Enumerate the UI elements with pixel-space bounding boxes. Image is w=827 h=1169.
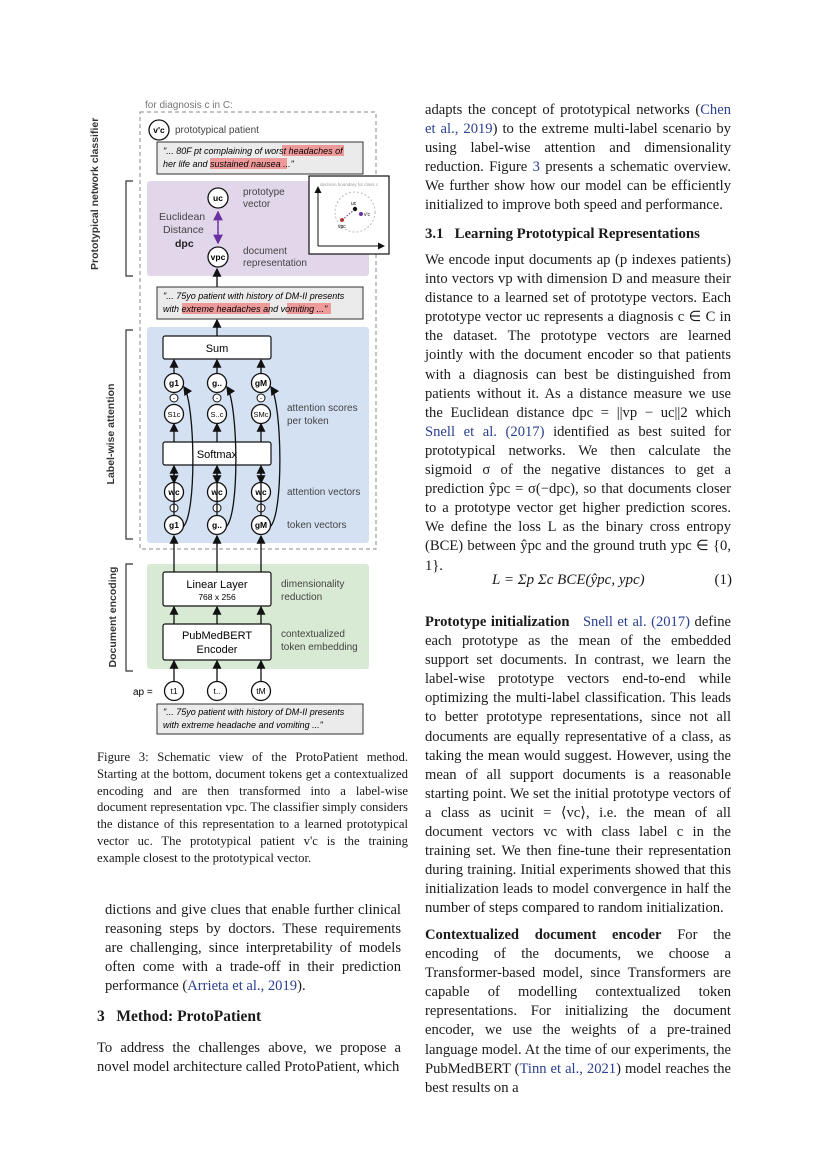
- inset-vpc: vpc: [338, 224, 346, 230]
- gmid-bottom-node: [206, 514, 228, 536]
- svg-text:·: ·: [173, 393, 176, 403]
- uc-node: [207, 187, 229, 209]
- citation-tinn[interactable]: Tinn et al., 2021: [519, 1060, 617, 1077]
- inset-title: decision boundary for class c: [320, 182, 379, 187]
- euclidean-label-3: dpc: [175, 238, 194, 250]
- for-diagnosis-label: for diagnosis c in C:: [145, 100, 233, 111]
- svg-text:g1: g1: [169, 520, 179, 530]
- doc-quote-line2: with extreme headaches and vomiting ...": [163, 304, 328, 314]
- left-paragraph-1: dictions and give clues that enable furt…: [105, 902, 401, 995]
- linear-label-2: 768 x 256: [198, 592, 236, 602]
- ctx-label-1: contextualized: [281, 629, 345, 640]
- side-label-attention: Label-wise attention: [105, 383, 117, 485]
- prototypical-patient-node: [148, 119, 170, 141]
- g-bottom-row: g1 g.. gM: [163, 514, 272, 536]
- citation-chen[interactable]: Chen et al., 2019: [425, 102, 731, 138]
- svg-text:gM: gM: [255, 520, 267, 530]
- input-quote-box: [156, 703, 364, 735]
- softmax-label: Softmax: [197, 449, 238, 461]
- citation-snell-1[interactable]: Snell et al. (2017): [425, 423, 545, 440]
- ctx-label-2: token embedding: [281, 642, 358, 653]
- svg-text:·: ·: [216, 393, 219, 403]
- prototype-label-1: prototype: [243, 187, 285, 198]
- attention-region: [147, 327, 369, 543]
- right-column-intro: adapts the concept of prototypical netwo…: [425, 102, 731, 214]
- svg-text:SMc: SMc: [254, 410, 269, 419]
- vpc-node: [207, 246, 229, 268]
- gM-bottom-node: [250, 514, 272, 536]
- inset-uc: uc: [351, 201, 357, 207]
- doc-quote-line1: "... 75yo patient with history of DM-II …: [163, 291, 345, 301]
- ap-label: ap =: [133, 687, 153, 698]
- g1-bottom-node: [163, 514, 185, 536]
- inset-plot: [308, 175, 390, 255]
- equation-1: L = Σp Σc BCE(ŷpc, ypc) (1): [428, 566, 732, 606]
- right-paragraph-2: Prototype initialization Snell et al. (2…: [425, 614, 731, 917]
- dimred-label-1: dimensionality: [281, 579, 344, 590]
- linear-label-1: Linear Layer: [186, 579, 247, 591]
- svg-text:S1c: S1c: [168, 410, 181, 419]
- left-paragraph-2: To address the challenges above, we prop…: [97, 1040, 401, 1076]
- highlight-sustained-nausea: [210, 158, 287, 169]
- svg-text:g..: g..: [212, 520, 222, 530]
- prototype-label-2: vector: [243, 199, 271, 210]
- svg-text:g..: g..: [212, 378, 222, 388]
- diagnosis-loop-box: [139, 111, 377, 550]
- svg-text:·: ·: [260, 393, 263, 403]
- attention-vectors-label: attention vectors: [287, 487, 360, 498]
- input-quote-line1: "... 75yo patient with history of DM-II …: [163, 707, 345, 717]
- right-paragraph-1: We encode input documents ap (p indexes …: [425, 252, 731, 574]
- equation-1-body: L = Σp Σc BCE(ŷpc, ypc): [492, 572, 645, 588]
- input-quote-line2: with extreme headache and vomiting ...": [163, 720, 324, 730]
- euclidean-label-2: Distance: [163, 224, 204, 236]
- left-column-body: dictions and give clues that enable furt…: [105, 901, 401, 996]
- svg-text:tM: tM: [256, 686, 265, 696]
- svg-text:t..: t..: [213, 686, 220, 696]
- svg-text:gM: gM: [255, 378, 267, 388]
- docrep-label-2: representation: [243, 258, 307, 269]
- highlight-worst-headaches: [282, 145, 344, 156]
- contextualized-encoder-heading: Contextualized document encoder: [425, 927, 662, 943]
- svg-text:S..c: S..c: [211, 410, 224, 419]
- sum-label: Sum: [206, 343, 229, 355]
- uc-node-label: uc: [213, 193, 223, 203]
- figure-caption: Figure 3: Schematic view of the ProtoPat…: [97, 750, 408, 865]
- svg-text:g1: g1: [169, 378, 179, 388]
- svg-text:t1: t1: [170, 686, 177, 696]
- tM-node: [250, 680, 272, 702]
- token-vectors-label: token vectors: [287, 520, 346, 531]
- inset-vc: v'c: [364, 212, 370, 218]
- pubmed-label-2: Encoder: [197, 644, 238, 656]
- protopatient-diagram: for diagnosis c in C: v'c prototypical p…: [125, 100, 390, 735]
- subsection-3-1-heading: 3.1 Learning Prototypical Representation…: [425, 226, 700, 242]
- figure-ref-3[interactable]: 3: [532, 159, 540, 176]
- proto-quote-line2: her life and sustained nausea ...": [163, 159, 295, 169]
- citation-arrieta[interactable]: Arrieta et al., 2019: [187, 978, 298, 995]
- tmid-node: [206, 680, 228, 702]
- t1-node: [163, 680, 185, 702]
- vpc-node-label: vpc: [211, 252, 226, 262]
- equation-1-number: (1): [714, 572, 733, 588]
- citation-snell-2[interactable]: Snell et al. (2017): [582, 614, 691, 630]
- proto-patient-label: prototypical patient: [175, 125, 259, 136]
- right-paragraph-3: Contextualized document encoder For the …: [425, 927, 732, 1096]
- prototype-init-heading: Prototype initialization: [425, 614, 570, 630]
- pubmed-label-1: PubMedBERT: [182, 630, 252, 642]
- proto-patient-node-label: v'c: [153, 125, 165, 135]
- attention-scores-label-2: per token: [287, 416, 329, 427]
- g-top-row: g1 g.. gM: [163, 372, 272, 394]
- section-3-heading: 3 Method: ProtoPatient: [97, 1008, 262, 1025]
- euclidean-label-1: Euclidean: [159, 211, 205, 223]
- side-label-encoding: Document encoding: [107, 566, 119, 668]
- side-label-classifier: Prototypical network classifier: [89, 117, 101, 270]
- dimred-label-2: reduction: [281, 592, 322, 603]
- docrep-label-1: document: [243, 246, 287, 257]
- attention-scores-label-1: attention scores: [287, 403, 358, 414]
- s-row: S1c S..c SMc: [163, 403, 272, 425]
- proto-quote-line1: "... 80F pt complaining of worst headach…: [163, 146, 344, 156]
- figure-3: for diagnosis c in C: v'c prototypical p…: [89, 94, 408, 744]
